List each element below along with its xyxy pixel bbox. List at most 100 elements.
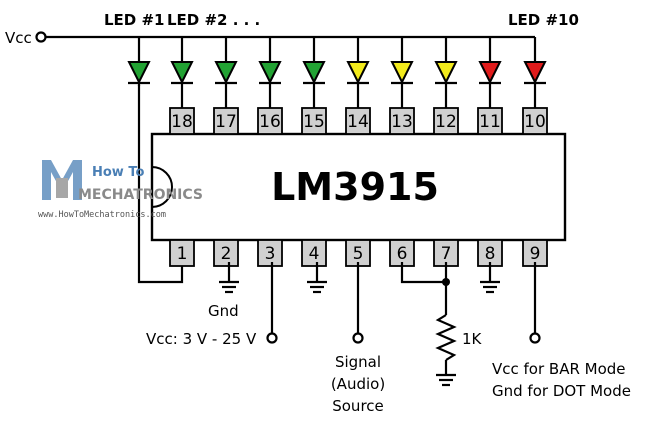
- logo-m-right-bar: [73, 160, 82, 200]
- led-6: [346, 37, 370, 108]
- pin-number: 9: [530, 244, 541, 264]
- top-pin-row: 18 17 16 15 14 13 12 11 10: [169, 107, 548, 135]
- pin-number: 18: [171, 112, 193, 132]
- pin9-terminal: [529, 332, 541, 344]
- gnd-label: Gnd: [208, 302, 239, 320]
- pin-box: [433, 107, 459, 135]
- chip-title: LM3915: [271, 165, 439, 209]
- top-pin-15: 15: [301, 107, 327, 135]
- pin-number: 2: [221, 244, 232, 264]
- gnd-symbol-pin2: [219, 280, 239, 294]
- led-5: [302, 37, 326, 108]
- logo-line2: MECHATRONICS: [78, 187, 203, 203]
- howtomechatronics-logo: How To MECHATRONICS www.HowToMechatronic…: [38, 160, 203, 220]
- pin3-terminal: [266, 332, 278, 344]
- pin-number: 6: [397, 244, 408, 264]
- led-8: [434, 37, 458, 108]
- pin-number: 12: [435, 112, 457, 132]
- bottom-pin-8: 8: [477, 239, 503, 267]
- pin-number: 1: [177, 244, 188, 264]
- pin-box: [169, 239, 195, 267]
- top-pin-17: 17: [213, 107, 239, 135]
- dot-mode-label: Gnd for DOT Mode: [492, 382, 631, 400]
- logo-m-left-bar: [42, 160, 51, 200]
- vcc-range-label: Vcc: 3 V - 25 V: [146, 330, 257, 348]
- pin-number: 10: [524, 112, 546, 132]
- pin-box: [345, 239, 371, 267]
- bottom-pin-6: 6: [389, 239, 415, 267]
- pin-number: 17: [215, 112, 237, 132]
- pin-number: 16: [259, 112, 281, 132]
- pin-box: [389, 107, 415, 135]
- pin-number: 3: [265, 244, 276, 264]
- led-10: [523, 37, 547, 108]
- top-pin-16: 16: [257, 107, 283, 135]
- gnd-symbol-pin4: [307, 280, 327, 294]
- pin-box: [213, 107, 239, 135]
- pin-number: 15: [303, 112, 325, 132]
- pin-box: [345, 107, 371, 135]
- led-2: [170, 37, 194, 108]
- pin-box: [477, 107, 503, 135]
- top-pin-13: 13: [389, 107, 415, 135]
- resistor-label: 1K: [462, 330, 483, 348]
- led-7: [390, 37, 414, 108]
- led-body: [127, 61, 151, 85]
- pin-box: [477, 239, 503, 267]
- top-pin-14: 14: [345, 107, 371, 135]
- pin-box: [169, 107, 195, 135]
- top-pin-12: 12: [433, 107, 459, 135]
- pin-box: [389, 239, 415, 267]
- led-3: [214, 37, 238, 108]
- pin5-terminal: [352, 332, 364, 344]
- led-array: [127, 37, 547, 108]
- logo-figure: [56, 178, 68, 198]
- bottom-pin-9: 9: [522, 239, 548, 267]
- pin-box: [213, 239, 239, 267]
- chip-notch: [151, 166, 173, 208]
- gnd-symbol-resistor: [436, 373, 456, 387]
- pin-box: [257, 239, 283, 267]
- resistor-1k: [435, 314, 457, 361]
- logo-line1: How To: [92, 165, 144, 180]
- pin-number: 5: [353, 244, 364, 264]
- led-9: [478, 37, 502, 108]
- bottom-pin-4: 4: [301, 239, 327, 267]
- pin-number: 13: [391, 112, 413, 132]
- chip-body: [150, 132, 567, 242]
- bottom-pin-1: 1: [169, 239, 195, 267]
- led-last-label: LED #10: [508, 11, 579, 29]
- pin-number: 8: [485, 244, 496, 264]
- pin-box: [301, 107, 327, 135]
- bottom-pin-row: 1 2 3 4 5 6 7 8 9: [169, 239, 548, 267]
- pin-number: 7: [441, 244, 452, 264]
- pin-box: [522, 239, 548, 267]
- top-pin-11: 11: [477, 107, 503, 135]
- gnd-symbol-pin8: [480, 280, 500, 294]
- bottom-pin-5: 5: [345, 239, 371, 267]
- led-body: [434, 61, 458, 85]
- junction-dot: [442, 278, 450, 286]
- led-body: [214, 61, 238, 85]
- logo-url: www.HowToMechatronics.com: [38, 210, 166, 220]
- pin-box: [522, 107, 548, 135]
- bottom-pin-3: 3: [257, 239, 283, 267]
- led-body: [390, 61, 414, 85]
- bar-mode-label: Vcc for BAR Mode: [492, 360, 626, 378]
- pin-number: 14: [347, 112, 369, 132]
- led-body: [170, 61, 194, 85]
- led-1: [127, 37, 151, 86]
- signal-label-line2: (Audio): [331, 375, 385, 393]
- pin-box: [257, 107, 283, 135]
- led-body: [346, 61, 370, 85]
- bottom-pin-2: 2: [213, 239, 239, 267]
- pin-box: [301, 239, 327, 267]
- top-pin-10: 10: [522, 107, 548, 135]
- led-first-label: LED #1: [104, 11, 164, 29]
- led-4: [258, 37, 282, 108]
- signal-label-line3: Source: [332, 397, 384, 415]
- led-second-label: LED #2 . . .: [167, 11, 260, 29]
- pin-number: 4: [309, 244, 320, 264]
